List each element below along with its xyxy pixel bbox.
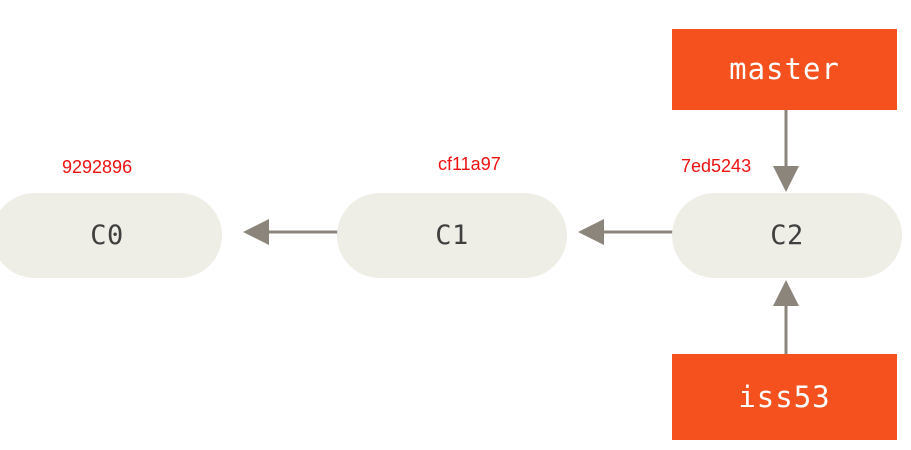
commit-hash-c2: 7ed5243 [681, 156, 752, 176]
commit-node-label-c2: C2 [770, 220, 804, 251]
commit-node-c1: C1 [337, 193, 567, 278]
commit-node-c2: C2 [672, 193, 902, 278]
branch-label-master: master [672, 29, 897, 110]
branch-label-iss53: iss53 [672, 354, 897, 440]
edge-c1-to-c0 [243, 219, 340, 245]
branch-label-iss53-text: iss53 [738, 379, 831, 414]
edge-iss53-to-c2 [773, 280, 799, 354]
edge-c2-to-c1 [578, 219, 675, 245]
commit-node-label-c1: C1 [435, 220, 469, 251]
edge-master-to-c2 [773, 110, 799, 192]
commit-node-label-c0: C0 [90, 220, 124, 251]
commit-node-c0: C0 [0, 193, 222, 278]
branch-label-master-text: master [729, 52, 840, 86]
commit-hash-c0: 9292896 [62, 157, 133, 177]
commit-hash-c1: cf11a97 [438, 154, 501, 174]
